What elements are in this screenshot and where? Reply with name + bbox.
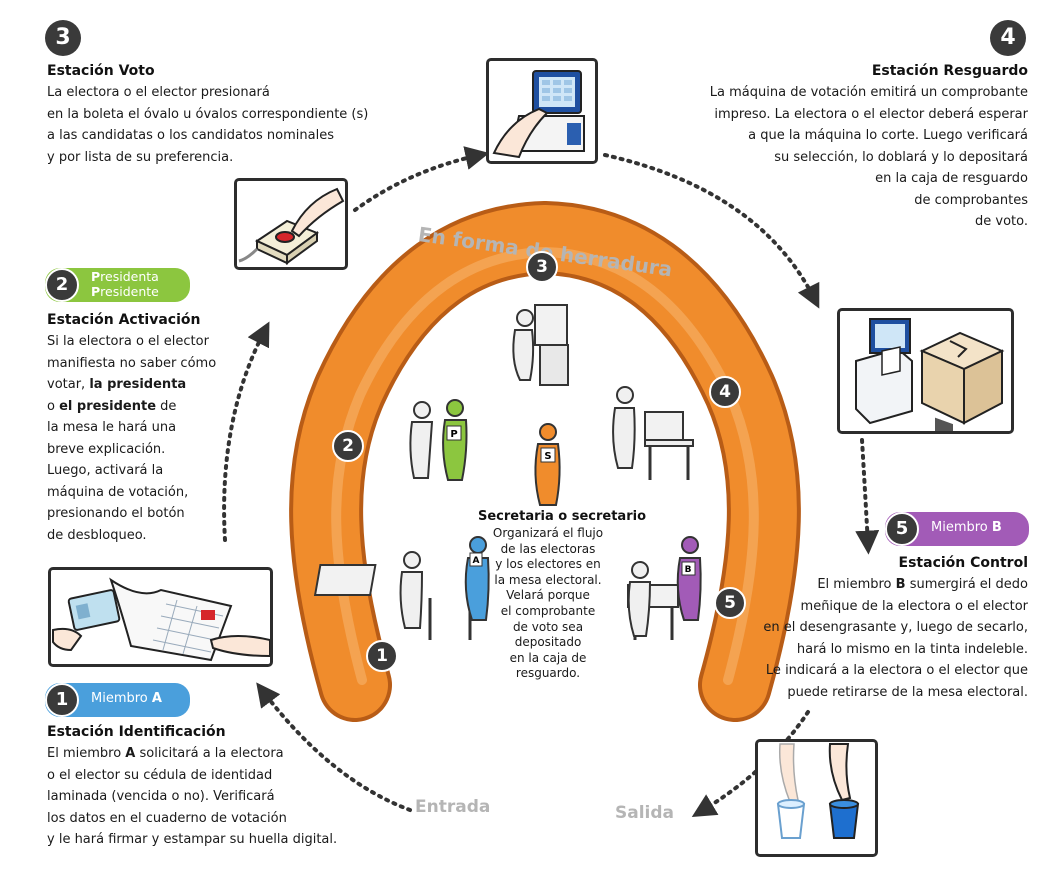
entrada-label: Entrada (415, 797, 491, 817)
station1-title: Estación Identificación (47, 724, 226, 740)
horseshoe-marker-5: 5 (714, 587, 746, 619)
svg-text:A: A (473, 556, 480, 566)
president-figures: P (409, 399, 468, 481)
svg-text:S: S (544, 451, 551, 462)
horseshoe-marker-3: 3 (526, 251, 558, 283)
svg-text:B: B (685, 565, 692, 575)
dotted-arrow-icon (855, 438, 880, 555)
secretario-text: Organizará el flujo de las electoras y l… (492, 526, 604, 681)
ink-cups-illustration (755, 739, 878, 857)
station4-title: Estación Resguardo (871, 63, 1028, 79)
dotted-arrow-icon (222, 321, 270, 542)
station1-number-badge: 1 (45, 683, 79, 717)
secretario-block: Secretaria o secretario Organizará el fl… (478, 508, 646, 682)
station2-text: Estación Activación Si la electora o el … (47, 309, 216, 546)
member-a-figures: A (313, 536, 490, 640)
station2-number-badge: 2 (45, 268, 79, 302)
dotted-arrow-icon (256, 682, 412, 812)
dotted-arrow-icon (353, 146, 490, 212)
station3-text: Estación Voto La electora o el elector p… (47, 60, 368, 168)
salida-label: Salida (615, 803, 675, 823)
voter-at-ballot-box-figure (612, 386, 694, 480)
station4-number-badge: 4 (990, 20, 1026, 56)
secretario-title: Secretaria o secretario (478, 509, 646, 524)
station4-text: Estación Resguardo La máquina de votació… (710, 60, 1028, 233)
station2-title: Estación Activación (47, 312, 201, 328)
station5-number-badge: 5 (885, 512, 919, 546)
voting-machine-touch-illustration (486, 58, 598, 164)
member-b-figures: B (627, 536, 702, 640)
station2-role-pill: 2 Presidenta Presidente (45, 268, 190, 302)
dotted-arrow-icon (603, 153, 820, 309)
station5-role-pill: 5 Miembro B (885, 512, 1029, 546)
id-card-and-notebook-illustration (48, 567, 273, 667)
station3-title: Estación Voto (47, 63, 155, 79)
p-label: P (450, 429, 457, 440)
horseshoe-marker-2: 2 (332, 430, 364, 462)
horseshoe-marker-1: 1 (366, 640, 398, 672)
station1-text: Estación Identificación El miembro A sol… (47, 721, 337, 851)
printer-and-ballot-box-illustration (837, 308, 1014, 434)
station3-number-badge: 3 (45, 20, 81, 56)
horseshoe-marker-4: 4 (709, 376, 741, 408)
station5-text: Estación Control El miembro B sumergirá … (763, 552, 1028, 703)
unlock-button-illustration (234, 178, 348, 270)
secretary-figure: S (534, 423, 561, 506)
station5-title: Estación Control (898, 555, 1028, 571)
voter-at-machine-figure (512, 304, 569, 386)
station1-role-pill: 1 Miembro A (45, 683, 190, 717)
